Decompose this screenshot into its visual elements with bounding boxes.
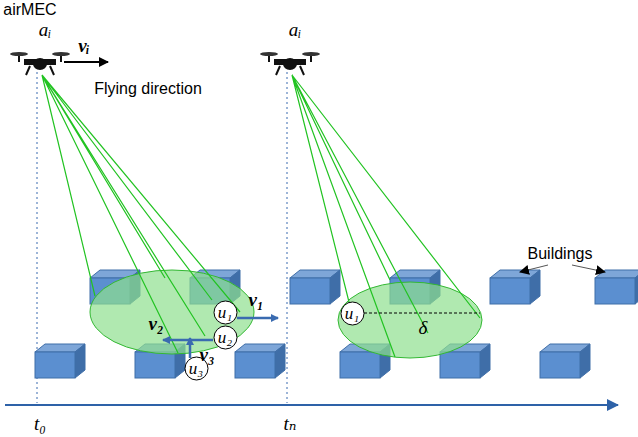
user-label: u₁: [218, 304, 232, 321]
user-circle: u₁: [340, 301, 365, 326]
user-label: u₁: [345, 305, 359, 322]
text-label: v₃: [199, 345, 214, 366]
text-label: v₁: [248, 290, 263, 311]
text-label: v₂: [148, 314, 163, 335]
text-label: Flying direction: [94, 80, 202, 98]
user-label: u₂: [218, 329, 232, 346]
text-label: vᵢ: [78, 36, 90, 57]
text-label: t₀: [34, 414, 46, 435]
user-circle: u₂: [213, 325, 238, 350]
text-label: δ: [419, 318, 428, 339]
text-label: Buildings: [528, 245, 593, 263]
text-label: airMEC: [3, 1, 56, 19]
user-circle: u₁: [213, 300, 238, 325]
text-label: aᵢ: [39, 20, 52, 41]
text-label: tₙ: [284, 414, 297, 435]
text-label: aᵢ: [289, 20, 302, 41]
